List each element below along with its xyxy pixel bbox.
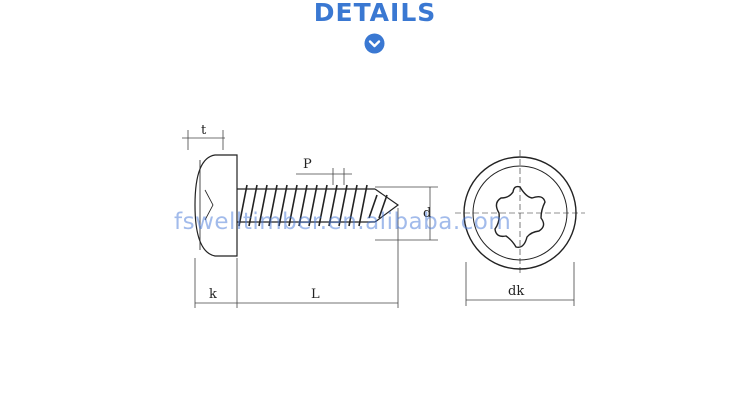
thread-crest [238, 184, 248, 227]
label-d: d [423, 206, 431, 221]
thread-crest [248, 184, 258, 227]
side-view [194, 154, 400, 257]
thread-crest [348, 184, 358, 227]
thread-crest [308, 184, 318, 227]
label-dk: dk [508, 284, 524, 299]
section-title: DETAILS [313, 0, 437, 27]
thread-lines [238, 184, 388, 227]
torx-recess-icon [494, 185, 546, 248]
thread-crest [278, 184, 288, 227]
thread-crest [378, 194, 388, 219]
watermark: fswelltimber.en.alibaba.com [174, 209, 512, 235]
thread-crest [368, 194, 378, 219]
chevron-down-circle-icon[interactable] [364, 33, 385, 54]
label-t: t [201, 123, 207, 138]
thread-crest [268, 184, 278, 227]
thread-crest [298, 184, 308, 227]
dimension-labels: t P d k L dk [201, 123, 524, 302]
thread-crest [288, 184, 298, 227]
label-p: P [303, 157, 312, 172]
thread-crest [318, 184, 328, 227]
label-l: L [311, 287, 320, 302]
screw-head-outline [194, 154, 238, 257]
end-view [455, 150, 585, 276]
thread-crest [258, 184, 268, 227]
label-k: k [209, 287, 217, 302]
thread-crest [338, 184, 348, 227]
thread-crest [328, 184, 338, 227]
dimensions [182, 130, 575, 308]
thread-crest [358, 184, 368, 227]
